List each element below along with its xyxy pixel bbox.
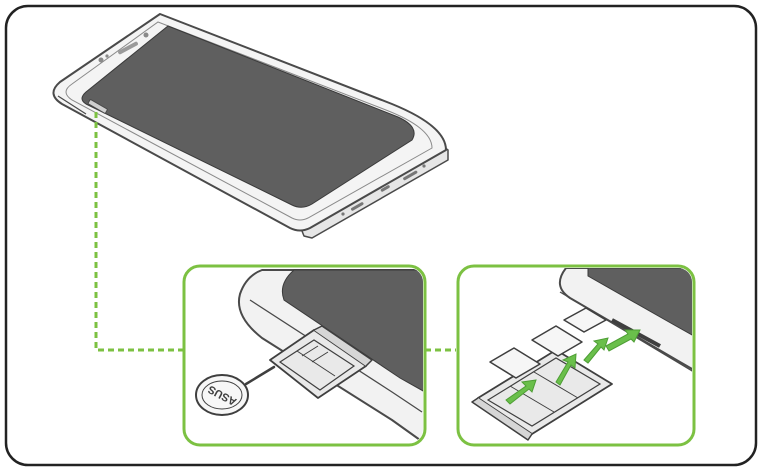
- insert-arrow-icon: [505, 329, 641, 405]
- phone-screen: [81, 25, 415, 208]
- sim-eject-pin-icon: ASUS: [195, 365, 276, 416]
- insert-cards-inset: [456, 264, 696, 447]
- phone-overview: [52, 13, 449, 239]
- nano-sim-card-2-icon: [531, 325, 583, 357]
- leader-lines: [94, 112, 456, 352]
- microsd-card-icon: [563, 307, 607, 333]
- nano-sim-card-icon: [489, 347, 541, 379]
- sim-tray: [269, 325, 373, 399]
- eject-tray-inset: ASUS: [182, 264, 427, 447]
- phone-sim-slot: [87, 99, 108, 114]
